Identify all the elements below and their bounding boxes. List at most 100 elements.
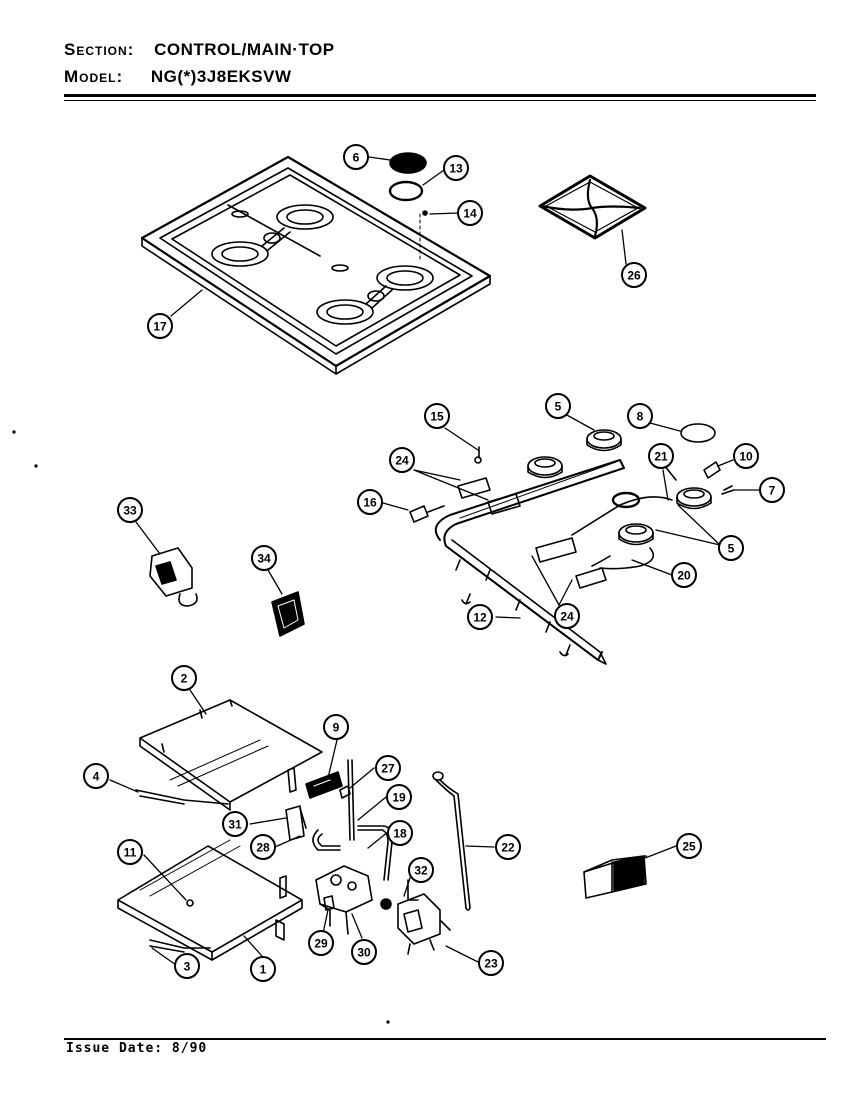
callout-circle	[250, 956, 276, 982]
callout-1: 1	[250, 956, 276, 982]
callout-circle	[343, 144, 369, 170]
manifold-assembly	[409, 423, 735, 665]
burner-cap-part	[389, 152, 427, 174]
callout-9: 9	[323, 714, 349, 740]
ring-part	[388, 180, 424, 202]
callout-circle	[627, 403, 653, 429]
callout-4: 4	[83, 763, 109, 789]
callout-25: 25	[676, 833, 702, 859]
callout-circle	[554, 603, 580, 629]
callout-number: 20	[677, 569, 691, 583]
callout-21: 21	[648, 443, 674, 469]
callout-number: 17	[153, 320, 167, 334]
callout-number: 26	[627, 269, 641, 283]
callout-circle	[386, 784, 412, 810]
callout-circle	[478, 950, 504, 976]
callout-circle	[733, 443, 759, 469]
callout-28: 28	[250, 834, 276, 860]
callout-circle	[545, 393, 571, 419]
callout-number: 9	[333, 721, 340, 735]
callout-circle	[83, 763, 109, 789]
callout-number: 24	[395, 454, 409, 468]
callout-24: 24	[389, 447, 415, 473]
callout-circle	[174, 953, 200, 979]
callout-number: 5	[728, 542, 735, 556]
callout-circle	[424, 403, 450, 429]
model-label: Model:	[64, 67, 124, 86]
callout-11: 11	[117, 839, 143, 865]
header-rule-thin	[64, 100, 816, 101]
callout-14: 14	[457, 200, 483, 226]
callout-circle	[718, 535, 744, 561]
callout-circle	[676, 833, 702, 859]
section-heading: Section: CONTROL/MAIN·TOP	[64, 40, 335, 60]
burner-grate-part	[538, 174, 647, 240]
callout-33: 33	[117, 497, 143, 523]
main-top-panel	[140, 155, 492, 375]
callout-circle	[408, 857, 434, 883]
callout-number: 13	[449, 162, 463, 176]
callout-circle	[171, 665, 197, 691]
model-value: NG(*)3J8EKSVW	[150, 67, 292, 86]
callout-number: 27	[381, 762, 395, 776]
callout-circle	[308, 930, 334, 956]
callout-5: 5	[718, 535, 744, 561]
header-rule-thick	[64, 94, 816, 97]
callout-number: 6	[353, 151, 360, 165]
footer-rule	[64, 1038, 826, 1040]
section-label: Section:	[64, 40, 135, 59]
callout-22: 22	[495, 834, 521, 860]
issue-date: Issue Date: 8/90	[66, 1041, 208, 1056]
bracket-33-part	[149, 547, 198, 607]
callout-7: 7	[759, 477, 785, 503]
callout-number: 28	[256, 841, 270, 855]
callout-17: 17	[147, 313, 173, 339]
callout-circle	[323, 714, 349, 740]
callout-number: 33	[123, 504, 137, 518]
callout-circle	[648, 443, 674, 469]
callout-18: 18	[387, 820, 413, 846]
callout-number: 11	[124, 846, 137, 860]
valve-assembly	[285, 759, 451, 955]
callout-19: 19	[386, 784, 412, 810]
callout-23: 23	[478, 950, 504, 976]
callout-circle	[251, 545, 277, 571]
callout-13: 13	[443, 155, 469, 181]
callout-number: 4	[93, 770, 100, 784]
callout-circle	[351, 939, 377, 965]
callout-circle	[467, 604, 493, 630]
callout-12: 12	[467, 604, 493, 630]
callout-32: 32	[408, 857, 434, 883]
callout-number: 7	[769, 484, 776, 498]
tube-22-part	[432, 771, 471, 911]
callout-5: 5	[545, 393, 571, 419]
callout-circle	[443, 155, 469, 181]
callout-circle	[117, 839, 143, 865]
panel-2-part	[139, 699, 323, 811]
callout-number: 15	[430, 410, 444, 424]
callout-27: 27	[375, 755, 401, 781]
callout-30: 30	[351, 939, 377, 965]
callout-8: 8	[627, 403, 653, 429]
callout-number: 22	[501, 841, 515, 855]
callout-24: 24	[554, 603, 580, 629]
callout-number: 16	[363, 496, 377, 510]
callout-number: 25	[682, 840, 696, 854]
callout-number: 10	[739, 450, 753, 464]
callout-number: 23	[484, 957, 498, 971]
callout-circle	[621, 262, 647, 288]
callout-16: 16	[357, 489, 383, 515]
callout-circle	[357, 489, 383, 515]
screw-part	[419, 210, 428, 261]
callout-circle	[222, 811, 248, 837]
callout-circle	[495, 834, 521, 860]
panel-1-part	[117, 839, 303, 961]
callout-circle	[457, 200, 483, 226]
callout-20: 20	[671, 562, 697, 588]
callout-2: 2	[171, 665, 197, 691]
callout-number: 18	[393, 827, 407, 841]
callout-26: 26	[621, 262, 647, 288]
callout-number: 3	[184, 960, 191, 974]
